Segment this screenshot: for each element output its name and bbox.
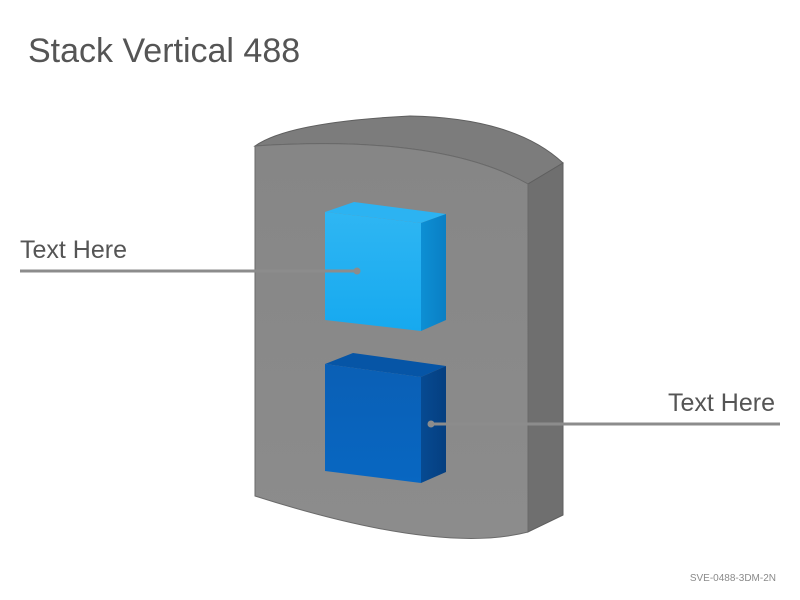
top-cube <box>325 202 446 331</box>
page-title: Stack Vertical 488 <box>28 32 301 70</box>
slide-code: SVE-0488-3DM-2N <box>689 573 776 584</box>
callout-label-left: Text Here <box>20 236 127 264</box>
bottom-cube <box>325 353 446 483</box>
slab-side-face <box>527 162 564 533</box>
leader-dot-right <box>427 420 435 428</box>
leader-dot-left <box>353 267 361 275</box>
callout-label-right: Text Here <box>668 389 775 417</box>
slab-front-face <box>254 143 529 539</box>
